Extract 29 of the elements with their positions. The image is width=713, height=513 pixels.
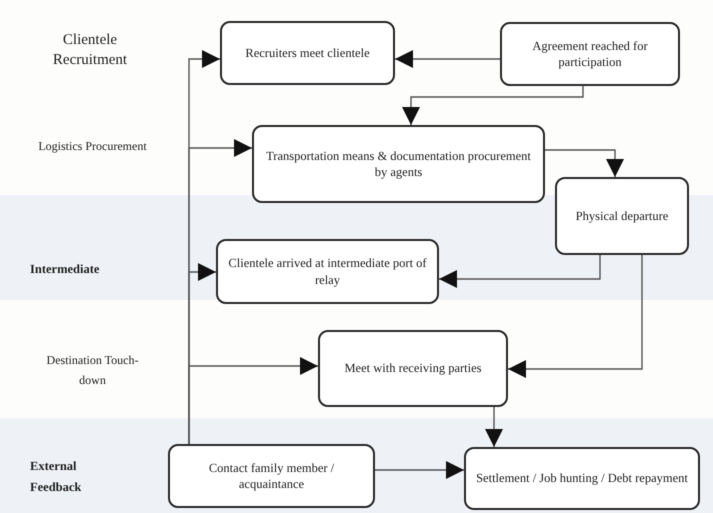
process-box <box>168 444 375 508</box>
arrow <box>439 255 601 288</box>
arrow <box>395 50 500 68</box>
arrow <box>375 461 464 479</box>
process-box <box>318 330 508 407</box>
process-box <box>252 125 545 203</box>
stage-label: Clientele Recruitment <box>52 31 128 70</box>
stage-label: Logistics Procurement <box>37 138 148 155</box>
arrow <box>402 86 584 125</box>
box-text: Clientele arrived at intermediate port of relay <box>228 255 427 288</box>
box-text: Settlement / Job hunting / Debt repayment <box>476 470 688 487</box>
stage-label: Intermediate <box>30 261 100 278</box>
box-text: Meet with receiving parties <box>344 360 482 377</box>
box-text: Physical departure <box>576 208 668 224</box>
stage-label: Destination Touch-down <box>46 352 140 390</box>
process-box <box>216 239 439 304</box>
process-box <box>555 177 689 255</box>
arrow <box>485 407 503 447</box>
arrow <box>545 149 624 177</box>
arrow <box>508 255 643 378</box>
arrow <box>188 357 318 444</box>
box-text: Transportation means & documentation procurement by agents <box>265 148 532 180</box>
box-text: Recruiters meet clientele <box>245 44 370 62</box>
process-box <box>220 21 395 85</box>
box-text: Contact family member / acquaintance <box>208 460 336 492</box>
stage-label: External Feedback <box>30 458 82 496</box>
box-text: Agreement reached for participation <box>531 38 649 70</box>
process-box <box>500 22 680 86</box>
process-box <box>464 447 700 510</box>
